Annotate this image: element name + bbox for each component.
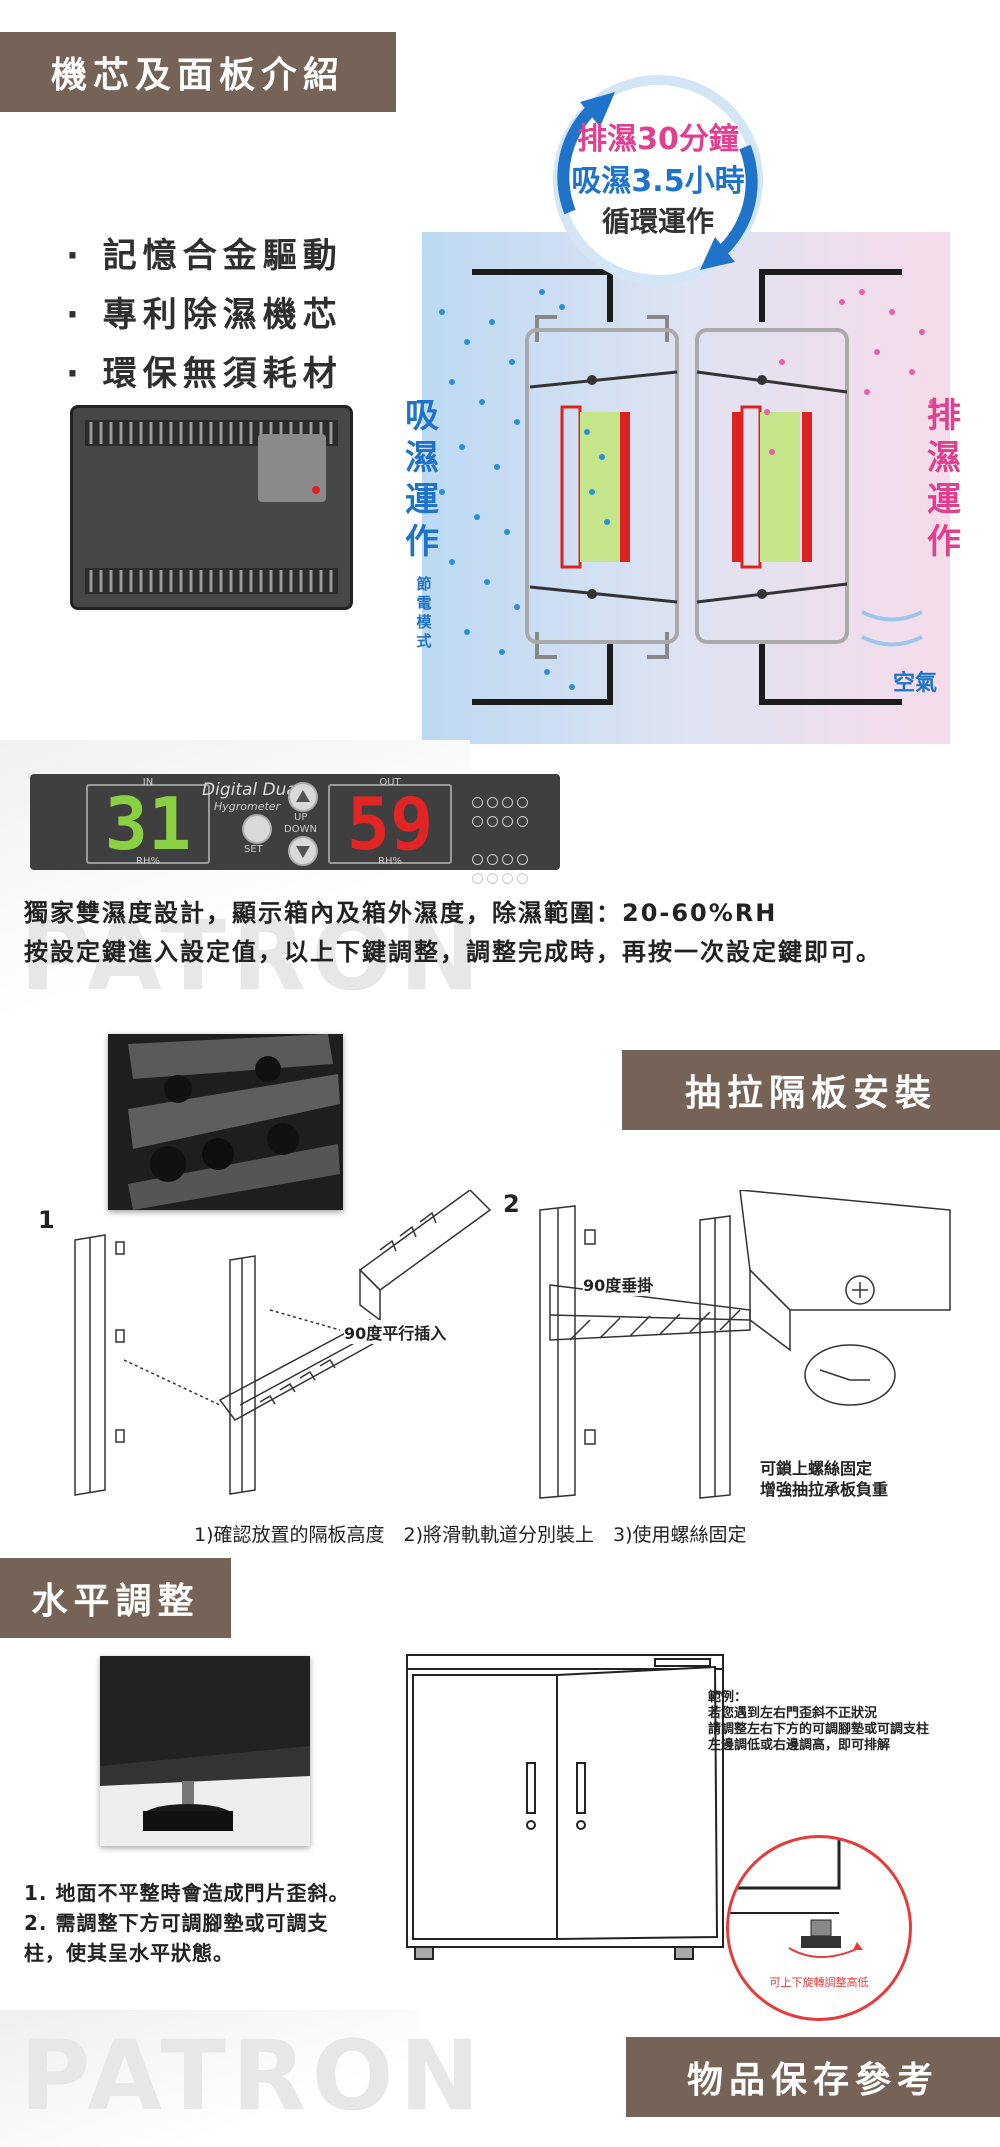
in-unit: RH% — [136, 856, 160, 867]
in-display: IN 31 RH% — [86, 777, 210, 867]
exhaust-label: 排濕運作 — [927, 396, 963, 562]
example-title: 範例： — [708, 1690, 748, 1705]
example-line3: 左邊調低或右邊調高，即可排解 — [708, 1738, 891, 1753]
in-label: IN — [142, 777, 154, 788]
watermark-text: PATRON — [20, 900, 486, 1012]
set-button[interactable] — [242, 814, 272, 844]
shelf-photo — [108, 1034, 343, 1210]
step2-number: 2 — [503, 1190, 520, 1218]
air-label: 空氣 — [893, 671, 938, 696]
feature-item: · 記憶合金驅動 — [66, 236, 343, 276]
out-value: 59 — [346, 782, 434, 866]
power-saving-label: 節電模式 — [416, 575, 432, 650]
screw-note-line2: 增強抽拉承板負重 — [760, 1480, 889, 1499]
level-note-2: 2. 需調整下方可調腳墊或可調支 — [24, 1911, 329, 1935]
up-button[interactable] — [288, 782, 318, 812]
feature-item: · 環保無須耗材 — [66, 354, 343, 394]
vent-panel-image — [70, 405, 353, 610]
adjust-caption: 可上下旋轉調整高低 — [769, 1976, 869, 1989]
brand-line2: Hygrometer — [214, 800, 281, 813]
down-label: DOWN — [284, 824, 317, 835]
install-caption: 1)確認放置的隔板高度 2)將滑軌軌道分別裝上 3)使用螺絲固定 — [194, 1524, 747, 1546]
out-unit: RH% — [378, 856, 402, 867]
insert-label: 90度平行插入 — [344, 1320, 447, 1344]
adjust-zoom-circle: 可上下旋轉調整高低 — [726, 1835, 912, 2021]
description-line1: 獨家雙濕度設計，顯示箱內及箱外濕度，除濕範圍：20-60%RH — [24, 899, 778, 927]
description-line2: 按設定鍵進入設定值，以上下鍵調整，調整完成時，再按一次設定鍵即可。 — [24, 938, 882, 966]
section-title-level: 水平調整 — [0, 1558, 231, 1638]
brand-line1: Digital Dual — [202, 780, 302, 800]
feature-item: · 專利除濕機芯 — [66, 295, 343, 335]
level-notes: 1. 地面不平整時會造成門片歪斜。 2. 需調整下方可調腳墊或可調支 柱，使其呈… — [24, 1878, 349, 1968]
screw-note-line1: 可鎖上螺絲固定 — [760, 1459, 873, 1478]
leveling-foot-photo — [100, 1656, 310, 1846]
set-label: SET — [244, 844, 263, 855]
example-line2: 請調整左右下方的可調腳墊或可調支柱 — [708, 1722, 930, 1737]
cabinet-diagram — [405, 1653, 735, 1973]
feature-list: · 記憶合金驅動 · 專利除濕機芯 · 環保無須耗材 — [66, 228, 343, 395]
out-display: OUT 59 RH% — [328, 777, 452, 867]
example-line1: 若您遇到左右門歪斜不正狀況 — [708, 1706, 878, 1721]
cycle-badge: 排濕30分鐘 吸濕3.5小時 循環運作 — [540, 62, 776, 298]
section-title-core: 機芯及面板介紹 — [0, 32, 396, 112]
level-note-1: 1. 地面不平整時會造成門片歪斜。 — [24, 1881, 350, 1905]
level-note-3: 柱，使其呈水平狀態。 — [24, 1941, 234, 1965]
up-label: UP — [294, 812, 308, 823]
cycle-line-exhaust: 排濕30分鐘 — [577, 122, 739, 157]
watermark-text-bottom: PATRON — [20, 2020, 486, 2132]
watermark-shape-bottom — [0, 2010, 420, 2147]
step1-number: 1 — [38, 1206, 55, 1234]
absorb-label: 吸濕運作 — [405, 396, 441, 562]
section-title-shelf: 抽拉隔板安裝 — [622, 1050, 1000, 1130]
example-note: 範例： 若您遇到左右門歪斜不正狀況 請調整左右下方的可調腳墊或可調支柱 左邊調低… — [708, 1690, 929, 1754]
cycle-line-absorb: 吸濕3.5小時 — [571, 164, 745, 199]
panel-indicator-dots — [470, 794, 540, 889]
in-value: 31 — [104, 782, 192, 866]
cycle-line-loop: 循環運作 — [601, 205, 714, 238]
shelf-install-diagram — [30, 1189, 1000, 1510]
out-label: OUT — [379, 777, 401, 788]
down-button[interactable] — [288, 836, 318, 866]
dehumidifier-diagram — [422, 232, 950, 744]
section-title-storage: 物品保存參考 — [626, 2037, 1000, 2117]
hygrometer-panel: IN 31 RH% Digital Dual Hygrometer SET UP… — [30, 774, 560, 884]
hang-label: 90度垂掛 — [583, 1272, 654, 1296]
